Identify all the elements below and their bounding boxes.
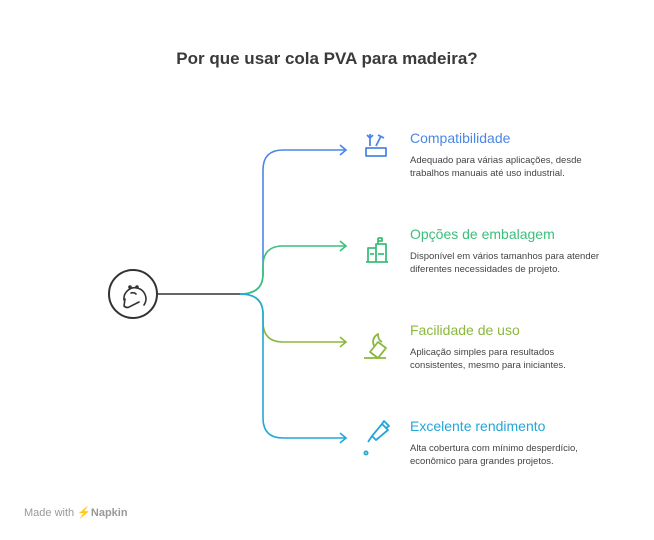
arrow-head-icon: [339, 240, 348, 252]
napkin-logo-icon: ⚡: [77, 507, 91, 519]
containers-icon: [366, 237, 388, 263]
arrow-head-icon: [339, 144, 348, 156]
footer: Made with ⚡Napkin: [24, 507, 128, 519]
item-title: Facilidade de uso: [410, 322, 520, 338]
thinking-face-glyph: [123, 285, 147, 309]
easy-hand-icon: [364, 333, 387, 359]
item-title: Opções de embalagem: [410, 226, 555, 242]
glue-bottle-icon: [363, 420, 390, 456]
arrow-head-icon: [339, 336, 348, 348]
item-description: Disponível em vários tamanhos para atend…: [410, 251, 600, 275]
branch-connector: [239, 293, 346, 439]
branch-connector: [239, 149, 346, 295]
branch-connector: [239, 293, 346, 343]
page-title: Por que usar cola PVA para madeira?: [176, 49, 478, 68]
item-title: Compatibilidade: [410, 130, 511, 146]
branch-connector: [239, 245, 346, 295]
tools-box-icon: [365, 134, 387, 157]
item-title: Excelente rendimento: [410, 418, 546, 434]
item-description: Alta cobertura com mínimo desperdício,ec…: [410, 443, 578, 467]
arrow-head-icon: [339, 432, 348, 444]
thinking-face-icon: [108, 269, 158, 319]
